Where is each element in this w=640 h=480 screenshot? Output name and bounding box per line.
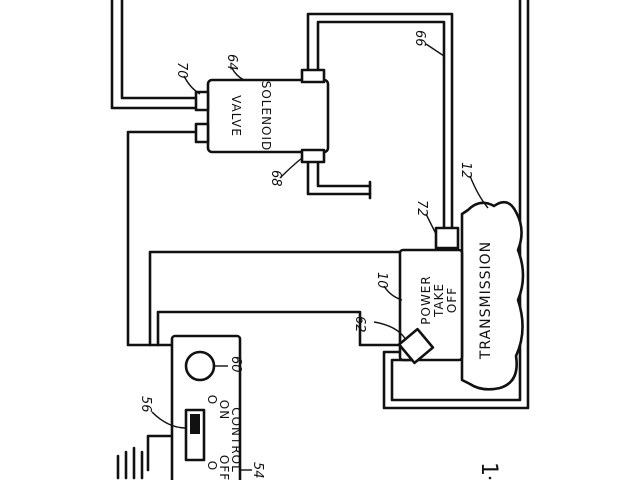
- switch-off-label: OFF: [217, 455, 231, 480]
- wire-pto-62: [156, 310, 412, 347]
- valve-port-bottom: [300, 148, 326, 164]
- figure-number: 1: [476, 462, 501, 476]
- switch-lever[interactable]: [190, 414, 200, 434]
- solenoid-valve-box: [206, 78, 330, 154]
- control-indicator-60: [184, 350, 216, 382]
- supply-line-outer: [110, 0, 198, 110]
- supply-line-inner: [120, 0, 198, 100]
- valve-port-bottom-left: [194, 122, 210, 144]
- line-68-outer: [306, 150, 372, 196]
- lead-68: [279, 157, 303, 179]
- pto-label-3: OFF: [445, 287, 459, 313]
- switch-o1-label: O: [205, 395, 219, 405]
- pto-label-2: TAKE: [432, 283, 446, 318]
- solenoid-label: SOLENOID: [259, 81, 273, 152]
- switch-o2-label: O: [205, 461, 219, 471]
- line-68-inner: [316, 150, 372, 188]
- ref-62: 62: [352, 316, 367, 333]
- lead-56: [151, 411, 187, 429]
- pto-fitting-62: [397, 327, 435, 365]
- lead-62: [373, 321, 407, 341]
- lead-70: [183, 75, 201, 95]
- pto-label-1: POWER: [419, 275, 433, 324]
- ref-72: 72: [414, 200, 429, 217]
- lead-64: [231, 67, 245, 81]
- pto-port-72: [434, 226, 460, 250]
- line-66-outer: [306, 12, 454, 230]
- ref-60: 60: [228, 356, 243, 373]
- valve-port-top: [300, 68, 326, 84]
- switch-on-label: ON: [217, 400, 231, 420]
- ref-12: 12: [458, 162, 473, 179]
- lead-10: [383, 285, 403, 301]
- wire-switch-ground: [146, 434, 180, 472]
- ref-64: 64: [224, 54, 239, 71]
- ref-56: 56: [138, 396, 153, 413]
- ref-10: 10: [374, 272, 389, 289]
- ref-70: 70: [174, 62, 189, 79]
- wire-control-to-pto: [148, 250, 422, 347]
- return-line-inner: [382, 0, 530, 410]
- valve-label: VALVE: [229, 95, 243, 137]
- lead-12: [469, 175, 489, 209]
- ref-68: 68: [268, 170, 283, 187]
- line-66-inner: [316, 20, 446, 230]
- ref-54: 54: [250, 462, 265, 479]
- ref-66: 66: [412, 30, 427, 47]
- valve-port-top-left: [194, 90, 210, 112]
- lead-72: [425, 213, 437, 235]
- transmission-body: [460, 200, 525, 391]
- lead-66: [425, 43, 445, 57]
- transmission-label: TRANSMISSION: [478, 241, 494, 360]
- control-label: CONTROL: [229, 407, 243, 473]
